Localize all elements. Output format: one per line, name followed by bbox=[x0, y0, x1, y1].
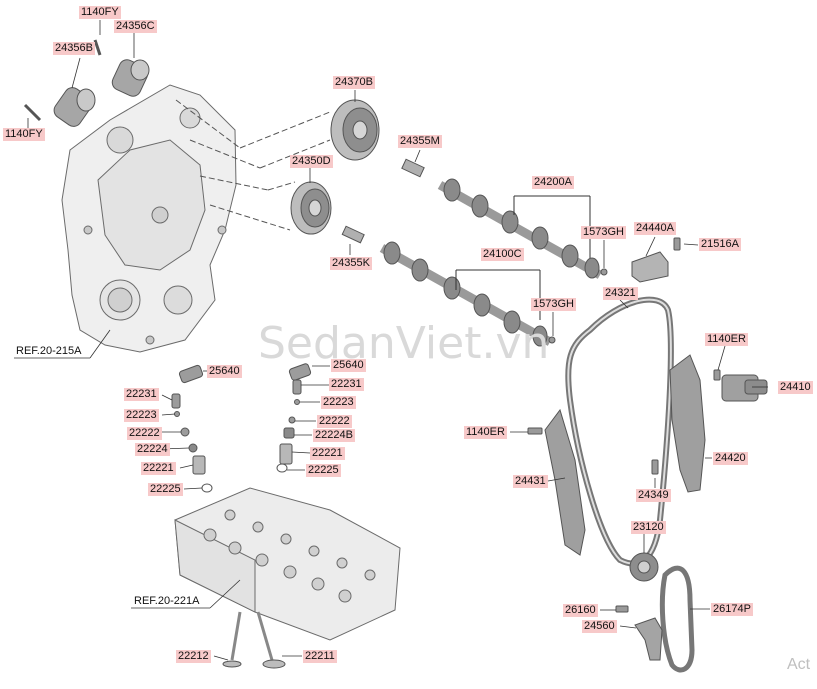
part-label-24560: 24560 bbox=[582, 620, 617, 633]
bolts bbox=[527, 237, 721, 613]
part-label-24355m: 24355M bbox=[398, 135, 442, 148]
part-label-22221-right: 22221 bbox=[310, 447, 345, 460]
part-label-1140er-left: 1140ER bbox=[464, 426, 507, 439]
cylinder-head bbox=[174, 487, 401, 641]
part-label-24100c: 24100C bbox=[481, 248, 524, 261]
part-label-24321: 24321 bbox=[603, 287, 638, 300]
part-label-22231-right: 22231 bbox=[329, 378, 364, 391]
crank-sprocket bbox=[629, 552, 659, 582]
part-label-24440a: 24440A bbox=[634, 222, 676, 235]
part-label-23120: 23120 bbox=[631, 521, 666, 534]
part-label-22223-left: 22223 bbox=[124, 409, 159, 422]
part-label-22224: 22224 bbox=[135, 443, 170, 456]
timing-cover bbox=[61, 84, 237, 353]
part-label-22222-left: 22222 bbox=[127, 427, 162, 440]
pump-tensioner bbox=[634, 617, 663, 661]
bracket bbox=[631, 251, 669, 283]
part-label-22221-left: 22221 bbox=[141, 462, 176, 475]
part-label-26160: 26160 bbox=[563, 604, 598, 617]
watermark: SedanViet.vn bbox=[258, 318, 550, 369]
oil-pump-chain bbox=[659, 565, 695, 673]
camshafts bbox=[341, 158, 603, 347]
part-label-24356c: 24356C bbox=[114, 20, 157, 33]
tensioner bbox=[721, 374, 768, 402]
part-label-1140fy-left: 1140FY bbox=[3, 128, 45, 141]
part-label-22231-left: 22231 bbox=[124, 388, 159, 401]
part-label-22212: 22212 bbox=[176, 650, 211, 663]
part-label-22225-left: 22225 bbox=[148, 483, 183, 496]
part-label-1140fy-top: 1140FY bbox=[79, 6, 121, 19]
cvvt-sprockets bbox=[290, 99, 380, 235]
part-label-24431: 24431 bbox=[513, 475, 548, 488]
part-label-24200a: 24200A bbox=[532, 176, 574, 189]
part-label-1573gh-lower: 1573GH bbox=[531, 298, 576, 311]
reference-label-215a: REF.20-215A bbox=[16, 345, 82, 357]
part-label-25640-right: 25640 bbox=[331, 359, 366, 372]
part-label-1140er-right: 1140ER bbox=[705, 333, 748, 346]
valve-parts-left bbox=[171, 364, 213, 493]
part-label-24349: 24349 bbox=[636, 489, 671, 502]
part-label-24355k: 24355K bbox=[330, 257, 372, 270]
part-label-22222-right: 22222 bbox=[317, 415, 352, 428]
part-label-24410: 24410 bbox=[778, 381, 813, 394]
part-label-21516a: 21516A bbox=[699, 238, 741, 251]
part-label-24356b: 24356B bbox=[53, 42, 95, 55]
valves bbox=[222, 611, 286, 669]
part-label-24420: 24420 bbox=[713, 452, 748, 465]
part-label-1573gh-upper: 1573GH bbox=[581, 226, 626, 239]
part-label-22211: 22211 bbox=[303, 650, 337, 663]
reference-label-221a: REF.20-221A bbox=[134, 595, 200, 607]
leader-lines bbox=[14, 20, 768, 661]
part-label-24370b: 24370B bbox=[333, 76, 375, 89]
chain-guides bbox=[544, 354, 706, 556]
part-label-26174p: 26174P bbox=[711, 603, 753, 616]
part-label-22225-right: 22225 bbox=[306, 464, 341, 477]
valve-parts-right bbox=[276, 363, 312, 473]
oil-control-valves bbox=[23, 39, 150, 127]
part-label-22224b: 22224B bbox=[313, 429, 355, 442]
part-label-24350d: 24350D bbox=[290, 155, 333, 168]
activation-watermark: Act bbox=[787, 656, 811, 673]
part-label-22223-right: 22223 bbox=[321, 396, 356, 409]
part-label-25640-left: 25640 bbox=[207, 365, 242, 378]
